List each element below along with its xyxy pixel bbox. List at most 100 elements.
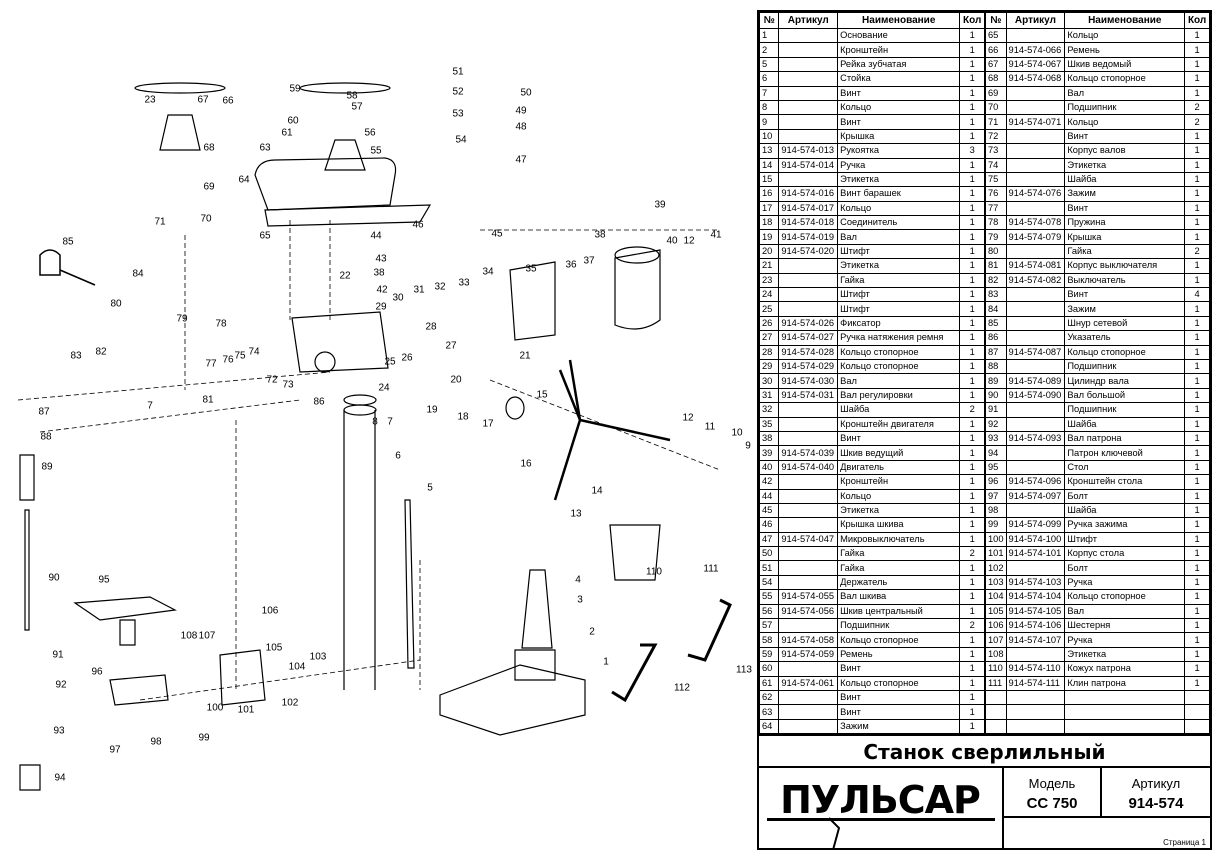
part-number: 64 [758, 718, 780, 735]
part-name: Рукоятка [837, 143, 961, 159]
part-callout: 98 [150, 736, 162, 748]
part-article [778, 114, 839, 130]
part-article [778, 430, 839, 447]
part-number [984, 689, 1007, 706]
base-shape [439, 664, 586, 736]
part-name: Кронштейн двигателя [837, 416, 961, 432]
part-name: Шайба [1064, 502, 1186, 519]
part-article: 914-574-030 [778, 373, 839, 389]
part-number: 78 [984, 215, 1007, 231]
part-name: Гайка [1064, 243, 1186, 260]
part-callout: 84 [132, 268, 144, 280]
part-qty: 1 [1184, 358, 1210, 375]
part-callout: 13 [570, 508, 582, 520]
part-name: Винт [1064, 128, 1186, 145]
part-name: Гайка [837, 560, 961, 576]
part-article [778, 272, 839, 289]
part-number: 80 [984, 243, 1007, 260]
part-article [778, 704, 839, 720]
part-callout: 90 [48, 572, 60, 584]
part-name: Штифт [837, 287, 961, 303]
part-callout: 71 [154, 216, 166, 228]
part-number: 29 [758, 358, 780, 375]
part-qty: 1 [1184, 56, 1210, 73]
part-callout: 75 [234, 350, 246, 362]
part-qty: 1 [959, 646, 986, 663]
part-name: Зажим [837, 718, 961, 735]
part-name: Кожух патрона [1064, 661, 1186, 677]
part-article: 914-574-047 [778, 531, 839, 548]
part-callout: 35 [525, 263, 537, 275]
part-name: Кольцо стопорное [837, 675, 961, 691]
part-number: 70 [984, 99, 1007, 116]
part-article [1005, 85, 1066, 101]
part-name: Ручка [1064, 632, 1186, 648]
part-callout: 110 [646, 566, 662, 578]
part-name: Болт [1064, 560, 1186, 576]
part-name: Корпус валов [1064, 143, 1186, 159]
part-qty: 1 [1184, 85, 1210, 101]
part-article [778, 171, 839, 188]
part-number: 94 [984, 445, 1007, 461]
part-name: Винт [837, 430, 961, 447]
part-name: Зажим [1064, 186, 1186, 202]
part-qty: 1 [959, 459, 986, 476]
part-callout: 16 [520, 458, 532, 470]
part-number: 90 [984, 387, 1007, 404]
part-qty: 1 [1184, 618, 1210, 634]
part-qty: 1 [1184, 344, 1210, 360]
part-callout: 15 [536, 389, 548, 401]
part-callout: 82 [95, 346, 107, 358]
part-qty: 1 [959, 258, 986, 274]
part-number: 6 [758, 71, 780, 87]
part-article [778, 517, 839, 533]
part-article: 914-574-103 [1005, 574, 1066, 591]
part-number: 2 [758, 42, 780, 58]
part-number: 99 [984, 517, 1007, 533]
part-number: 46 [758, 517, 780, 533]
part-name: Кронштейн [837, 42, 961, 58]
part-number: 73 [984, 143, 1007, 159]
part-qty: 1 [1184, 42, 1210, 58]
part-name: Вал [1064, 603, 1186, 620]
part-article [778, 718, 839, 735]
part-article: 914-574-099 [1005, 517, 1066, 533]
part-article: 914-574-039 [778, 445, 839, 461]
part-article [1005, 330, 1066, 346]
part-number: 57 [758, 618, 780, 634]
part-article [1005, 646, 1066, 663]
part-article: 914-574-100 [1005, 531, 1066, 548]
part-callout: 88 [40, 431, 52, 443]
part-article: 914-574-026 [778, 315, 839, 332]
part-number: 1 [758, 27, 780, 44]
header-number: № [758, 12, 780, 29]
part-article: 914-574-018 [778, 215, 839, 231]
part-number: 86 [984, 330, 1007, 346]
article-value: 914-574 [1128, 795, 1184, 812]
part-callout: 42 [376, 284, 388, 296]
part-number: 55 [758, 589, 780, 605]
part-qty: 1 [959, 315, 986, 332]
header-article: Артикул [1005, 12, 1066, 29]
part-qty: 1 [1184, 157, 1210, 173]
part-number: 89 [984, 373, 1007, 389]
part-callout: 3 [577, 594, 583, 606]
part-callout: 60 [287, 115, 299, 127]
part-callout: 7 [387, 416, 393, 428]
model-value: СС 750 [1026, 795, 1078, 812]
part-article [1005, 704, 1066, 720]
part-callout: 99 [198, 732, 210, 744]
part-qty: 1 [959, 42, 986, 58]
part-callout: 28 [425, 321, 437, 333]
